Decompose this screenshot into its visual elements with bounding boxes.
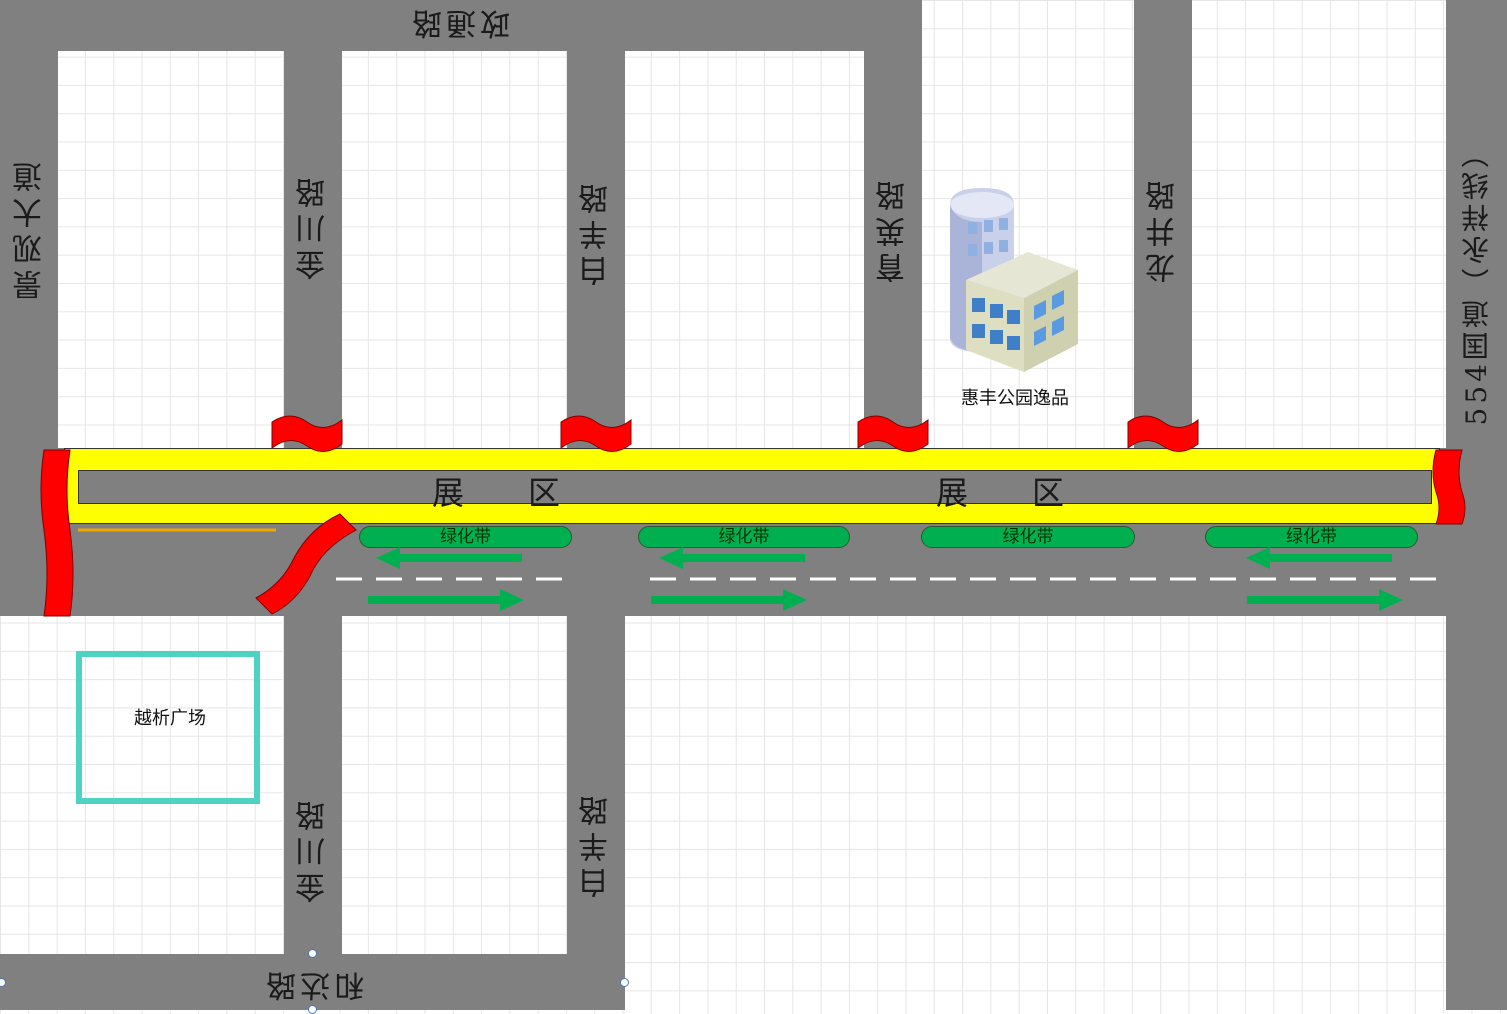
exhibition-label-2: 展 区: [936, 474, 1065, 512]
exhibition-label-1: 展 区: [432, 474, 561, 512]
banner-flag-icon: [255, 513, 357, 615]
banner-flag-icon: [40, 449, 74, 617]
banner-flag-icon: [857, 415, 929, 452]
traffic-arrow-icon: [1247, 589, 1403, 611]
selection-handle[interactable]: [620, 978, 629, 987]
banner-flag-icon: [1127, 415, 1199, 452]
selection-handle[interactable]: [0, 978, 6, 987]
green-belt-4: 绿化带: [1205, 526, 1418, 548]
plaza-label: 越析广场: [134, 708, 206, 729]
traffic-arrow-icon: [368, 589, 524, 611]
plaza-outline: [76, 651, 260, 804]
traffic-arrow-icon: [659, 547, 805, 569]
road-yuying: [864, 0, 922, 450]
traffic-arrow-icon: [651, 589, 807, 611]
green-belt-2: 绿化带: [638, 526, 850, 548]
road-longjing: [1134, 0, 1192, 450]
traffic-arrow-icon: [376, 547, 522, 569]
banner-flag-icon: [271, 415, 343, 452]
green-belt-1: 绿化带: [359, 526, 572, 548]
building-label: 惠丰公园逸品: [961, 388, 1069, 409]
green-belt-3: 绿化带: [921, 526, 1135, 548]
exhibition-corridor: [78, 470, 1432, 504]
traffic-arrow-icon: [1246, 547, 1392, 569]
banner-flag-icon: [560, 415, 632, 452]
road-top: [0, 0, 922, 51]
banner-flag-icon: [1432, 449, 1466, 525]
office-building-icon: [950, 188, 1078, 372]
selection-handle[interactable]: [308, 949, 317, 958]
road-bottom: [0, 954, 625, 1010]
